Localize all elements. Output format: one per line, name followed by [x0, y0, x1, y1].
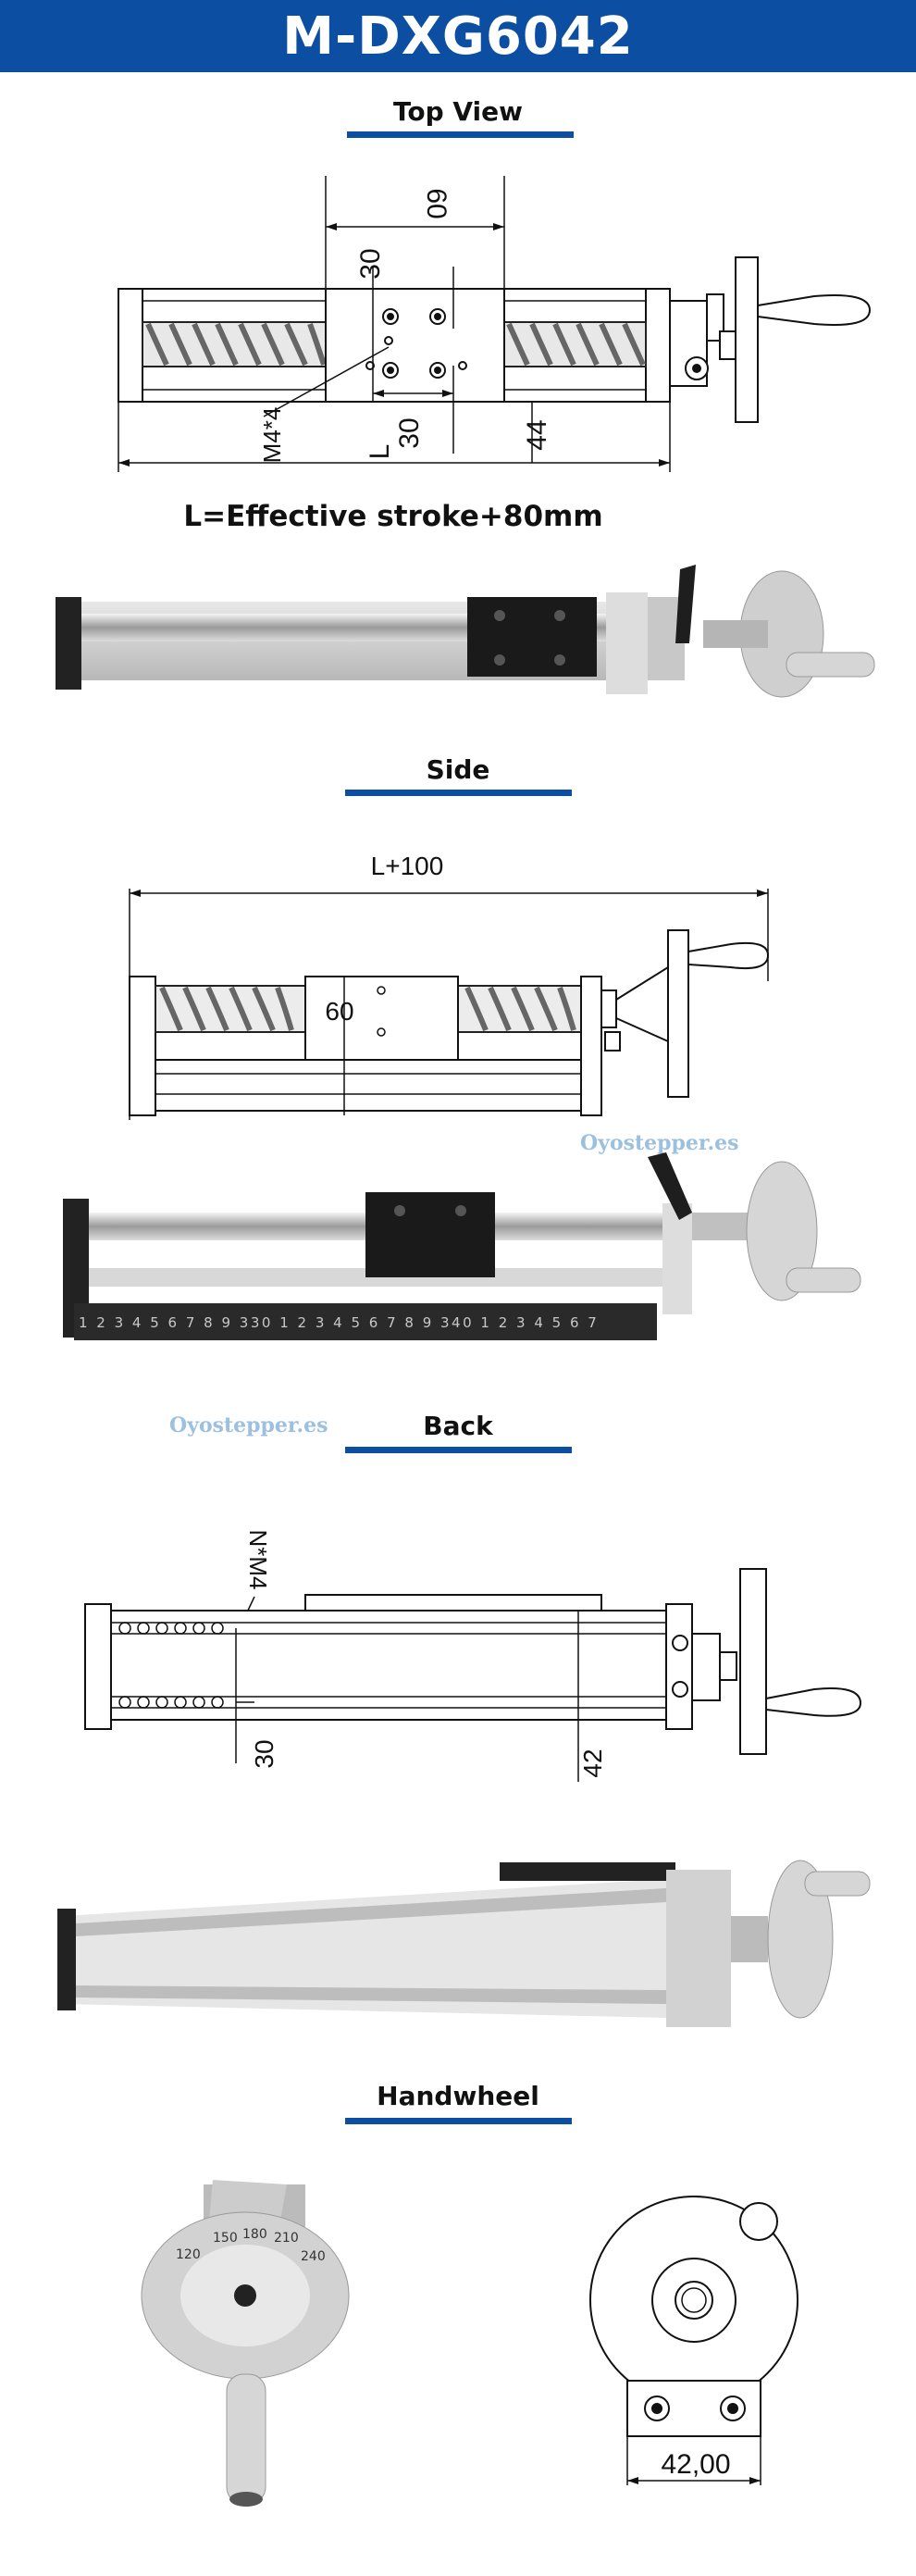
back-dim-30: 30 — [250, 1739, 279, 1768]
side-view-drawing: L+100 60 — [129, 852, 770, 1120]
section-title-side: Side — [426, 754, 490, 785]
dim-30-top: 30 — [355, 248, 386, 279]
handwheel-photo: 150 180 210 120 240 — [141, 2180, 350, 2507]
back-view-drawing: N*M4 30 42 — [84, 1529, 862, 1782]
handwheel-drawing: 42,00 — [589, 2196, 798, 2485]
section-underline — [345, 1447, 572, 1453]
mounting-holes — [365, 308, 467, 379]
dim-L: L — [365, 444, 395, 460]
top-view-drawing: 60 30 30 M4*4 44 L — [118, 176, 872, 533]
dial-mark-4: 240 — [301, 2249, 326, 2264]
page-header: M-DXG6042 — [0, 0, 916, 72]
section-title-top-view: Top View — [392, 96, 524, 127]
dial-mark-1: 180 — [242, 2227, 267, 2242]
watermark-side: Oyostepper.es — [580, 1131, 739, 1155]
dial-mark-0: 150 — [213, 2231, 238, 2246]
back-dim-42: 42 — [578, 1748, 607, 1777]
dim-60: 60 — [421, 188, 452, 218]
dim-44: 44 — [522, 419, 552, 450]
watermark-back: Oyostepper.es — [169, 1413, 328, 1437]
section-underline — [345, 2118, 572, 2124]
lead-screw-right — [503, 321, 647, 367]
product-photo-back — [57, 1860, 871, 2027]
dim-30-bottom: 30 — [394, 417, 425, 448]
section-underline — [347, 131, 574, 138]
section-underline — [345, 790, 572, 796]
thread-label: M4*4 — [258, 407, 286, 464]
dial-mark-3: 120 — [176, 2247, 201, 2262]
handwheel-dim-42: 42,00 — [661, 2449, 730, 2480]
dial-mark-2: 210 — [274, 2231, 299, 2246]
rail-holes — [118, 1622, 224, 1709]
dim-60-side: 60 — [325, 997, 353, 1026]
page-title: M-DXG6042 — [282, 6, 634, 67]
product-photo-top — [56, 565, 875, 698]
product-photo-side: 1 2 3 4 5 6 7 8 9 330 1 2 3 4 5 6 7 8 9 … — [63, 1152, 861, 1340]
dim-length: L+100 — [371, 852, 444, 880]
section-title-handwheel: Handwheel — [377, 2081, 539, 2111]
formula-text: L=Effective stroke+80mm — [183, 500, 602, 533]
carriage-holes — [494, 610, 565, 666]
lead-screw-left — [142, 321, 327, 367]
back-thread-label: N*M4 — [244, 1529, 272, 1589]
section-title-back: Back — [423, 1411, 493, 1441]
scale-text: 1 2 3 4 5 6 7 8 9 330 1 2 3 4 5 6 7 8 9 … — [79, 1314, 599, 1331]
